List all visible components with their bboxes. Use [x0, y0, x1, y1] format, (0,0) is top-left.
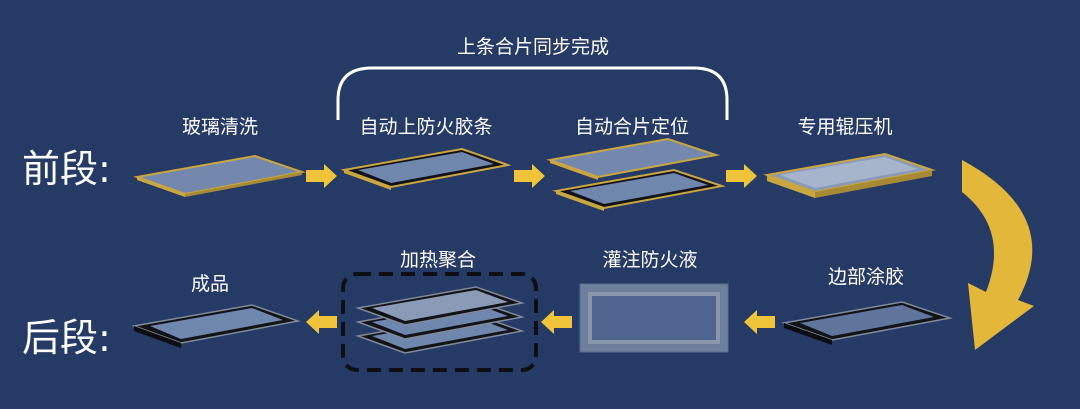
step-label-roller-press: 专用辊压机: [797, 116, 893, 138]
glass-panel-edge-glue: [781, 301, 953, 345]
step-label-heat-polymerization: 加热聚合: [399, 249, 477, 271]
stage-label-front: 前段:: [22, 147, 111, 191]
stage-label-back: 后段:: [22, 316, 111, 360]
arrow-curved-down: [962, 160, 1034, 350]
step-label-glass-cleaning: 玻璃清洗: [181, 116, 259, 138]
glass-panel-finished: [131, 304, 301, 348]
arrow-left-3: [306, 310, 337, 334]
step-label-fill-fire-liquid: 灌注防火液: [602, 249, 698, 271]
glass-panel-fire-liquid: [579, 283, 729, 353]
step-label-auto-lamination: 自动合片定位: [574, 116, 690, 138]
glass-plate-cleaning: [133, 154, 306, 197]
step-label-auto-fire-strip: 自动上防火胶条: [359, 116, 493, 138]
bracket: [336, 66, 729, 120]
arrow-right-1: [306, 164, 337, 188]
bracket-label: 上条合片同步完成: [456, 36, 610, 58]
glass-plate-fire-strip: [340, 147, 512, 190]
arrow-left-1: [744, 310, 775, 334]
glass-panel-roller-press: [763, 152, 936, 198]
glass-stack-heating: [355, 286, 525, 354]
glass-plate-lamination-bottom: [552, 168, 726, 211]
arrow-right-2: [514, 164, 545, 188]
step-label-edge-glue: 边部涂胶: [827, 266, 905, 288]
glass-plate-lamination-top: [546, 137, 720, 180]
arrow-left-2: [541, 310, 572, 334]
arrow-right-3: [726, 164, 757, 188]
heating-chamber: [341, 272, 538, 372]
step-label-finished-product: 成品: [190, 273, 230, 295]
